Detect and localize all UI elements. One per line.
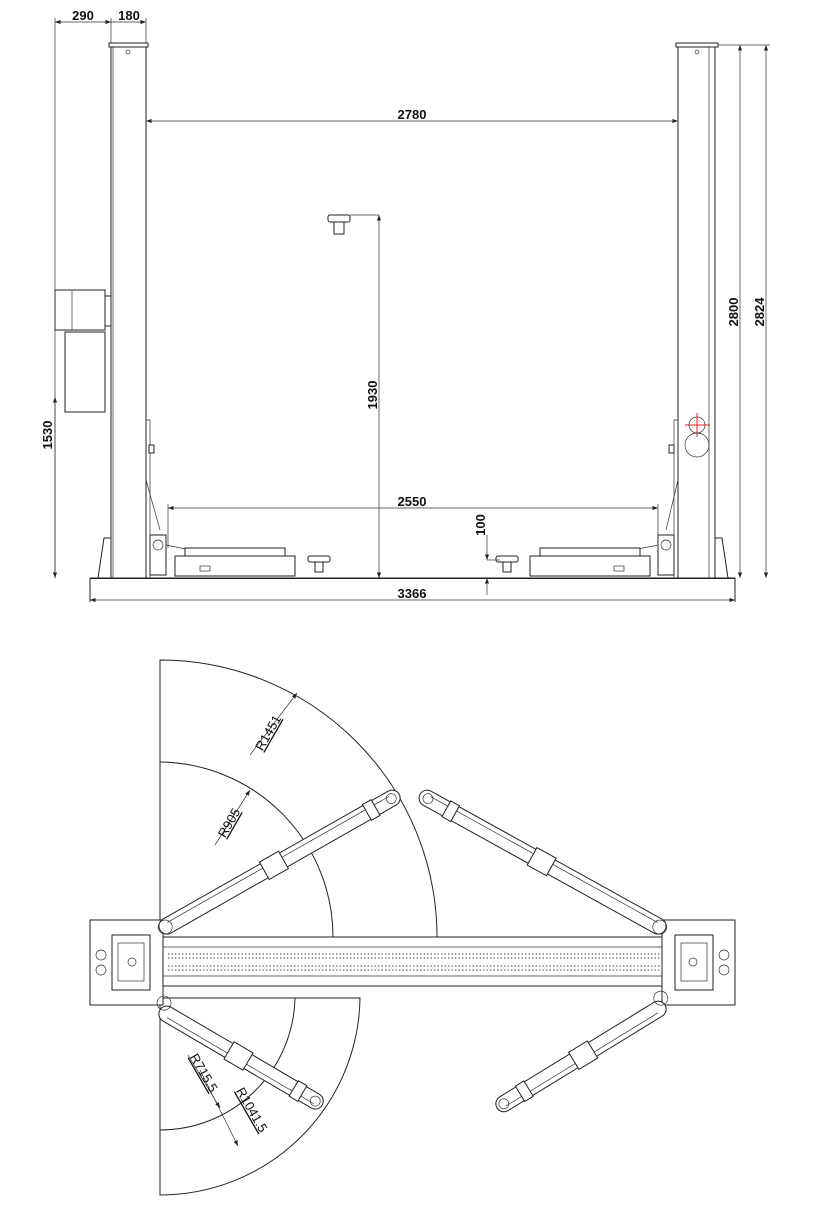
radius-r905: R905: [214, 789, 251, 846]
arm-front-left: [157, 789, 401, 935]
swing-arc-rear-outer: [159, 997, 361, 1196]
svg-text:2800: 2800: [726, 298, 741, 327]
svg-text:1530: 1530: [40, 421, 55, 450]
motor-unit: [54, 289, 106, 331]
arm-rear-left: [156, 995, 324, 1110]
right-post-base: [661, 919, 736, 1006]
floor-line: [89, 577, 736, 579]
dim-100: 100: [473, 514, 500, 595]
raised-lift-pad: [327, 214, 351, 235]
dim-2824: 2824: [752, 45, 769, 578]
svg-text:2780: 2780: [398, 107, 427, 122]
svg-text:2824: 2824: [752, 297, 767, 327]
svg-text:2550: 2550: [398, 494, 427, 509]
right-arm-front: [495, 534, 675, 577]
svg-text:R1041.5: R1041.5: [233, 1085, 271, 1135]
svg-text:1930: 1930: [365, 381, 380, 410]
floor-beam: [162, 936, 676, 987]
svg-text:R1451: R1451: [252, 712, 284, 753]
dim-label-180: 180: [118, 8, 140, 23]
svg-text:R905: R905: [215, 806, 244, 840]
svg-text:R715.5: R715.5: [187, 1051, 221, 1095]
dim-1930: 1930: [350, 214, 382, 578]
dim-3366: 3366: [90, 586, 735, 603]
oil-tank: [64, 331, 106, 413]
top-view: R1451 R905 R715.5 R1041.5: [89, 659, 736, 1196]
dim-1530: 1530: [40, 397, 58, 578]
dim-label-290: 290: [72, 8, 94, 23]
svg-text:3366: 3366: [398, 586, 427, 601]
right-column: [665, 42, 729, 579]
swing-arc-front-outer: [159, 659, 438, 938]
radius-r715-5: R715.5: [187, 1051, 221, 1109]
radius-r1451: R1451: [249, 692, 298, 756]
swing-arc-rear-inner: [159, 997, 296, 1131]
swing-arc-front-inner: [159, 761, 334, 938]
arm-front-right: [418, 789, 668, 935]
dim-2800: 2800: [718, 44, 770, 578]
svg-text:100: 100: [473, 514, 488, 536]
dim-2550: 2550: [167, 494, 659, 548]
arm-rear-right: [495, 990, 669, 1113]
left-arm-front: [149, 534, 331, 577]
front-view: 290 180 2780 1530 1930 2550 100: [40, 8, 770, 603]
dim-2780: 2780: [146, 107, 678, 124]
left-post-base: [89, 919, 164, 1006]
